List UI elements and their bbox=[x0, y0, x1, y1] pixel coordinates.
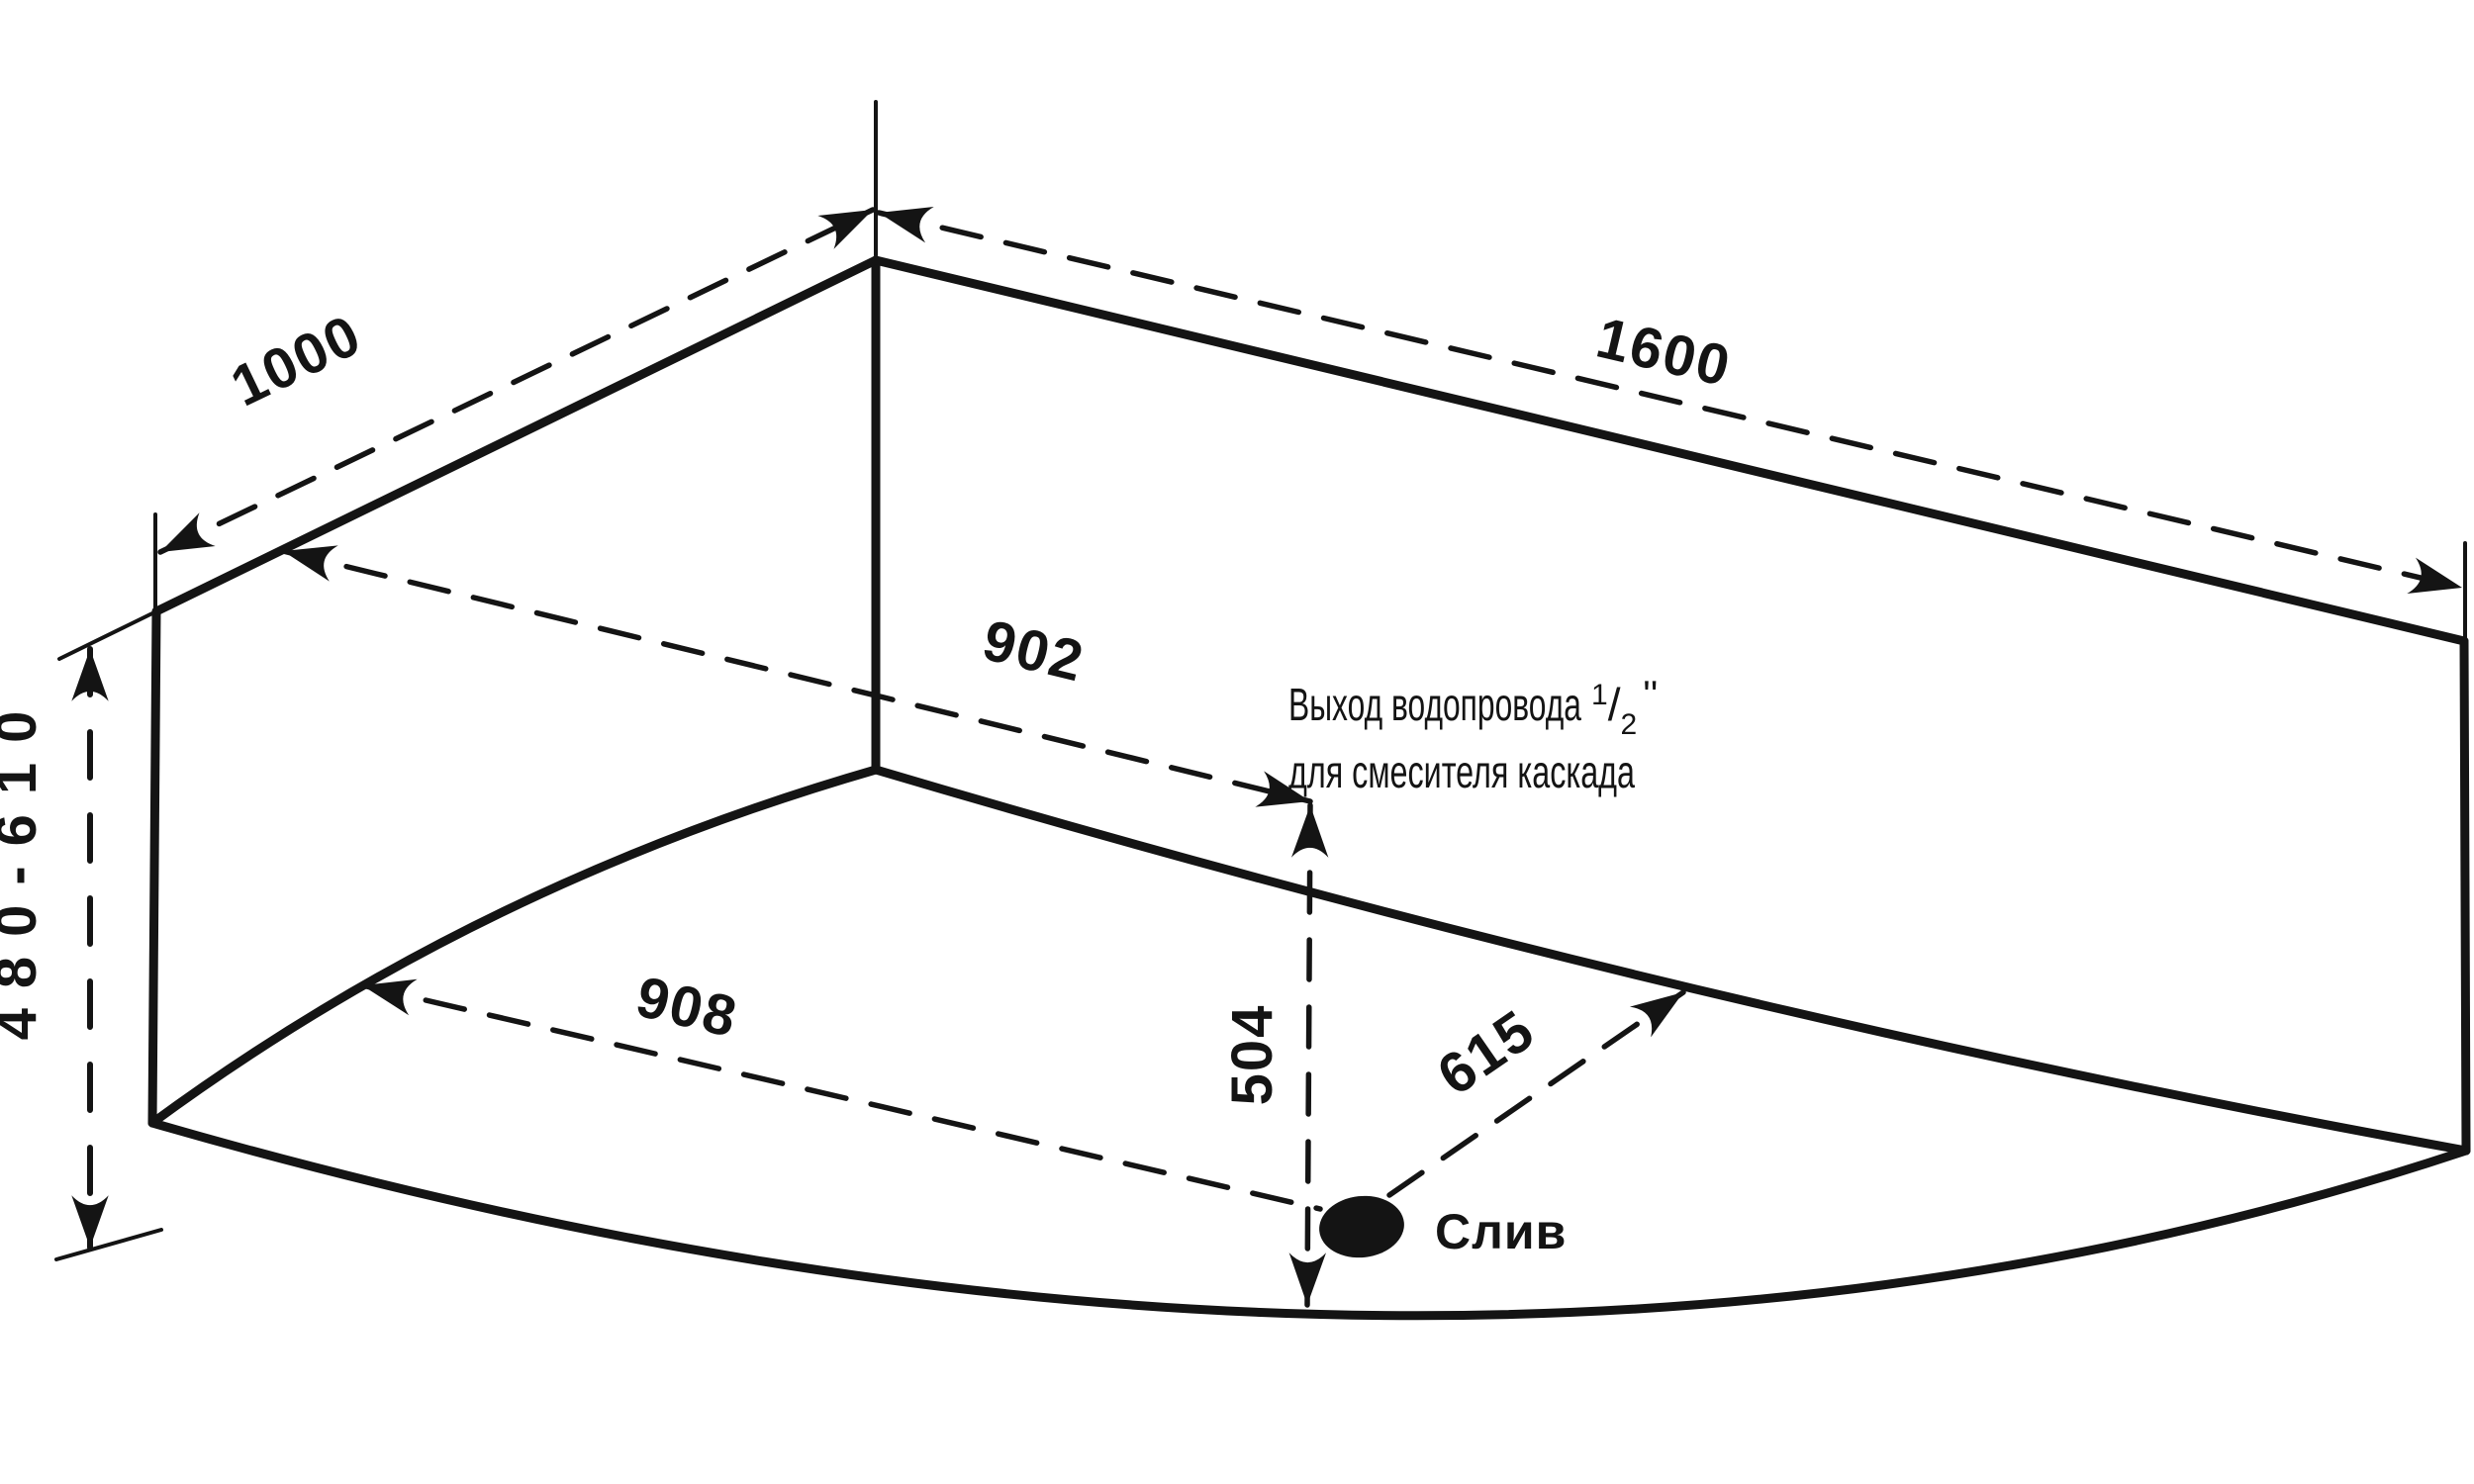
dimension-line-1000 bbox=[157, 207, 876, 555]
wall-edge-left bbox=[147, 606, 161, 1128]
dimension-line-902 bbox=[280, 545, 1313, 807]
dimension-line-504 bbox=[1288, 802, 1329, 1308]
note-water-outlet-line2: для смесителя каскада bbox=[1288, 746, 1635, 797]
label-drain: Слив bbox=[1435, 1204, 1567, 1259]
note-water-outlet-line1: Выход водопровода 1/2'' bbox=[1288, 674, 1658, 741]
note-inch-marks: '' bbox=[1643, 674, 1658, 717]
note-fraction-numerator: 1 bbox=[1591, 679, 1608, 711]
dimension-line-908 bbox=[359, 978, 1323, 1212]
extension-line-rim-left bbox=[57, 609, 158, 661]
wall-edge-right bbox=[2459, 636, 2471, 1156]
label-dimension-908: 908 bbox=[630, 965, 744, 1051]
label-dimension-1000: 1000 bbox=[222, 302, 372, 418]
extension-line-ground-left bbox=[54, 1228, 163, 1261]
label-dimension-902: 902 bbox=[977, 607, 1091, 694]
drain-mark bbox=[1319, 1195, 1404, 1258]
label-dimension-480-610: 480-610 bbox=[0, 692, 48, 1041]
rim-edge-right bbox=[871, 255, 2469, 646]
note-fraction-denominator: 2 bbox=[1620, 708, 1637, 741]
front-curve bbox=[147, 1118, 2471, 1321]
note-fraction-slash: / bbox=[1608, 679, 1621, 730]
label-dimension-504: 504 bbox=[1220, 1004, 1285, 1106]
rim-edge-left bbox=[151, 255, 881, 616]
floor-edge-right bbox=[871, 765, 2471, 1156]
label-dimension-615: 615 bbox=[1426, 997, 1547, 1108]
floor-edge-left bbox=[147, 765, 881, 1128]
note-line2-text: для смесителя каскада bbox=[1288, 746, 1635, 797]
dimension-line-1600 bbox=[876, 206, 2465, 595]
note-line1-text: Выход водопровода bbox=[1288, 679, 1581, 730]
dimension-line-615 bbox=[1386, 989, 1686, 1198]
